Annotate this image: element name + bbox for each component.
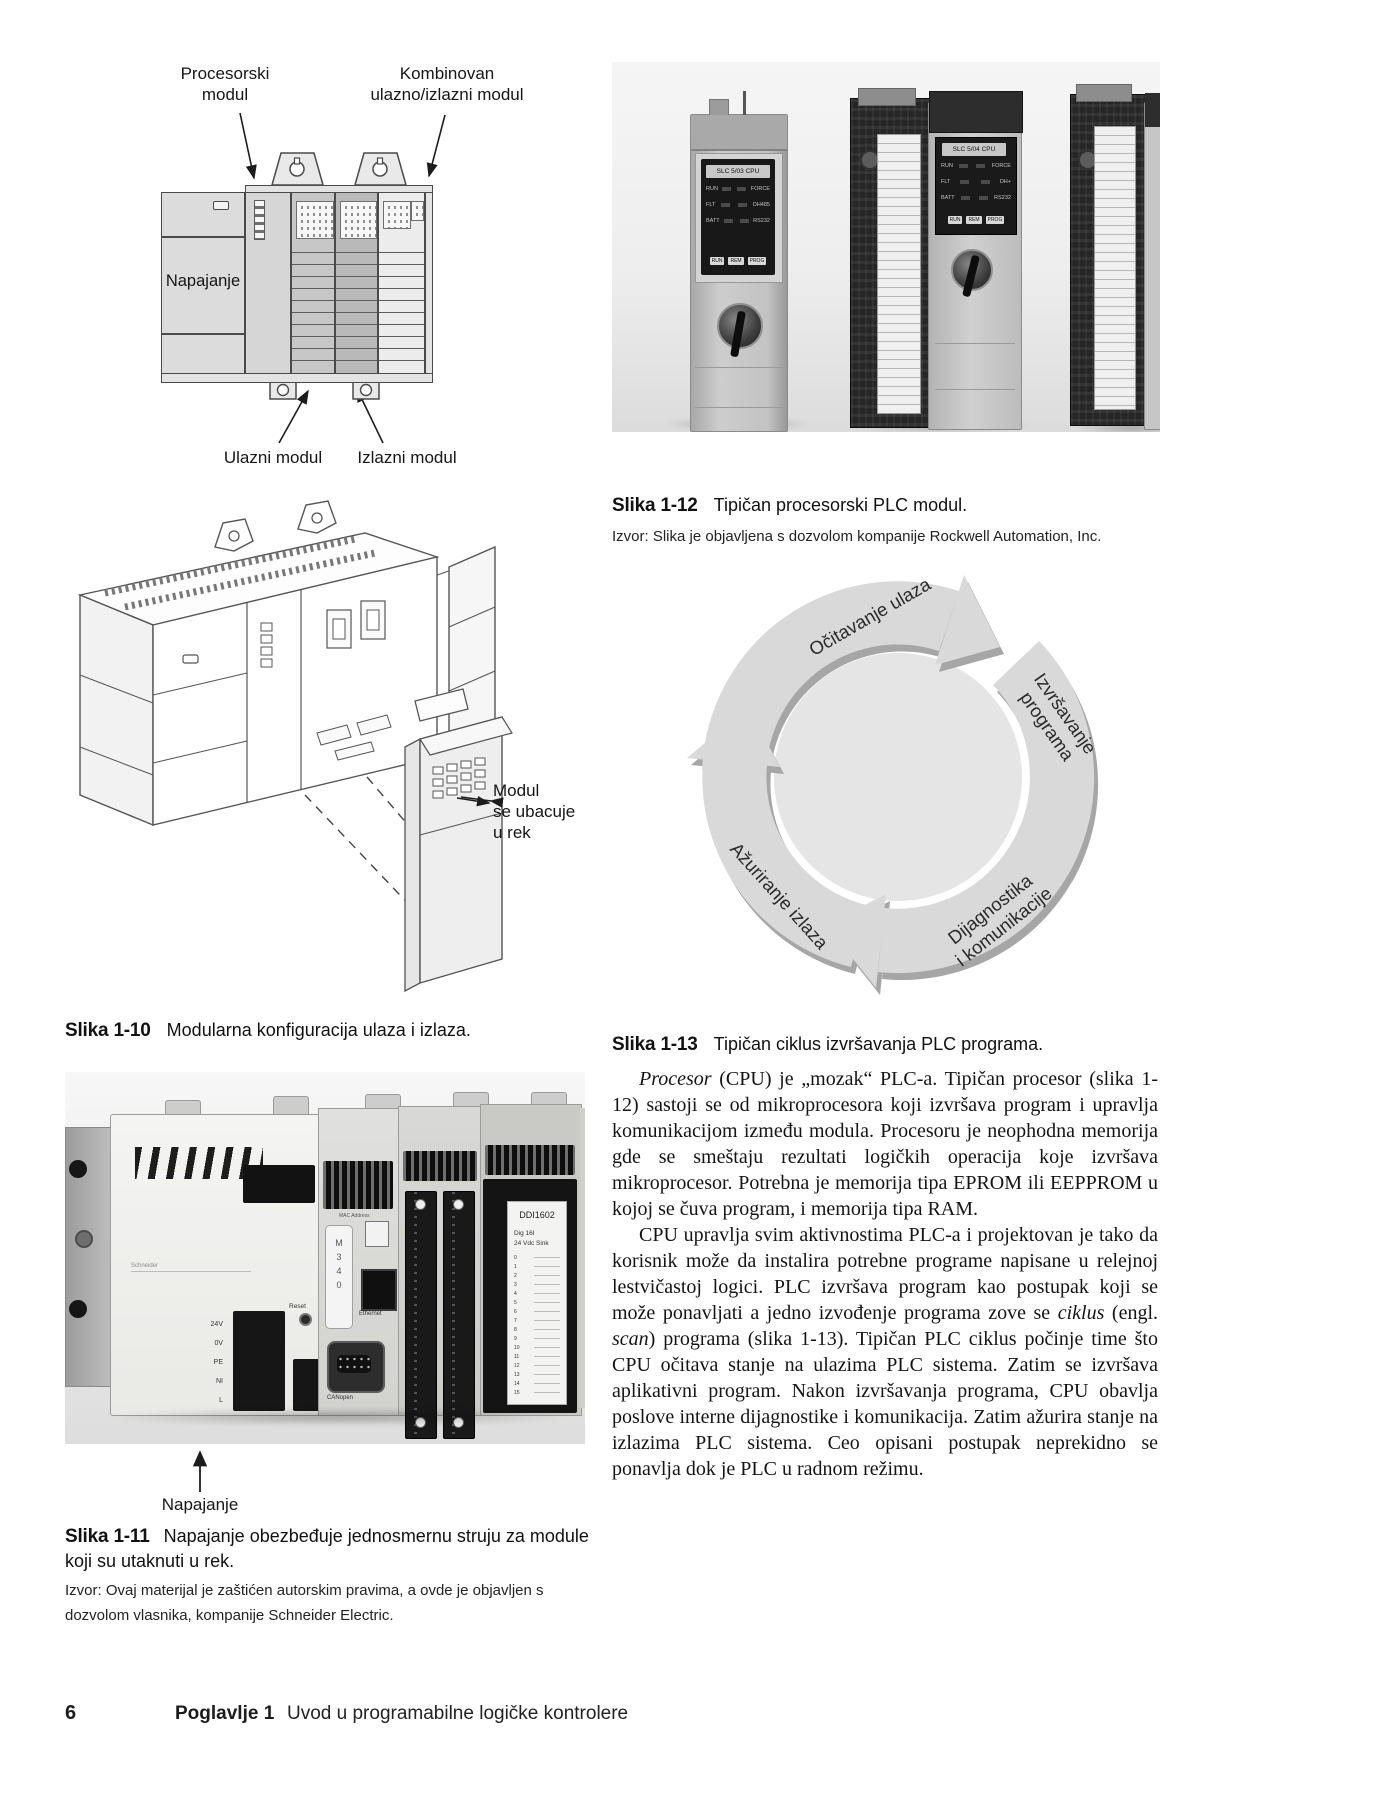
body-text-column: Procesor (CPU) je „mozak“ PLC-a. Tipičan… xyxy=(612,1066,1158,1482)
psu-slot xyxy=(213,201,229,210)
led-rs232: RS232 xyxy=(753,218,770,224)
combined-io-module-block xyxy=(378,192,425,375)
module2-nameplate: SLC 5/04 CPU xyxy=(942,143,1006,156)
switch-rem: REM xyxy=(728,257,744,265)
psu-terminal-0v: 0V xyxy=(214,1340,223,1347)
caption-figure-1-10: Slika 1-10 Modularna konfiguracija ulaza… xyxy=(65,1020,585,1042)
plc-module-slc503: SLC 5/03 CPU RUN FORCE FLT DH485 BATT RS232… xyxy=(690,91,788,432)
switch2-run: RUN xyxy=(947,216,963,224)
led2-force: FORCE xyxy=(991,163,1011,169)
psu-terminal-24v: 24V xyxy=(210,1321,223,1328)
psu-reset-label: Reset xyxy=(289,1303,306,1310)
caption-1-12-number: Slika 1-12 xyxy=(612,495,698,516)
label-power-supply: Napajanje xyxy=(165,272,241,290)
led-dh485: DH485 xyxy=(752,202,770,208)
led-force: FORCE xyxy=(750,186,770,192)
figure-1-10-3d-drawing: Modul se ubacuje u rek xyxy=(65,495,590,1000)
cpu-canopen-label: CANopen xyxy=(327,1395,354,1401)
label-napajanje: Napajanje xyxy=(161,1495,239,1514)
cycle-diagram-drawing xyxy=(687,575,1099,995)
led2-run: RUN xyxy=(941,163,953,169)
source-figure-1-12: Izvor: Slika je objavljena s dozvolom ko… xyxy=(612,528,1102,545)
io-module-line1: Dig 16I xyxy=(514,1230,535,1237)
footer-chapter-title: Uvod u programabilne logičke kontrolere xyxy=(287,1703,629,1724)
rack-right-strip xyxy=(425,192,433,375)
rack-3d-drawing xyxy=(77,500,513,993)
module1-nameplate: SLC 5/03 CPU xyxy=(706,165,770,178)
led-batt: BATT xyxy=(706,218,720,224)
connector-module xyxy=(398,1106,482,1439)
plc-module-3 xyxy=(1070,84,1160,430)
rack-diagram-drawing xyxy=(239,112,446,444)
label-output-module: Izlazni modul xyxy=(357,448,457,467)
io-module-label: DDI1602 Dig 16I 24 Vdc Sink 0 1 2 3 4 5 … xyxy=(507,1201,567,1405)
io-module-ddi1602: DDI1602 Dig 16I 24 Vdc Sink 0 1 2 3 4 5 … xyxy=(480,1104,582,1416)
footer-chapter: Poglavlje 1 xyxy=(175,1703,275,1724)
switch-run: RUN xyxy=(709,257,725,265)
figure-1-11-photo: Schneider 24V 0V PE NI L Reset MAC Addre… xyxy=(65,1072,585,1444)
source-figure-1-11: Izvor: Ovaj materijal je zaštićen autors… xyxy=(65,1582,544,1624)
label-combined-io-module: Kombinovan ulazno/izlazni modul xyxy=(370,64,524,104)
psu-brand: Schneider xyxy=(131,1263,251,1272)
caption-1-13-number: Slika 1-13 xyxy=(612,1034,698,1055)
page-number: 6 xyxy=(65,1702,77,1724)
led-run: RUN xyxy=(706,186,718,192)
io-module-line2: 24 Vdc Sink xyxy=(514,1240,549,1247)
output-module-block xyxy=(335,192,378,375)
cpu-mac-label: MAC Address xyxy=(339,1213,370,1219)
io-module-name: DDI1602 xyxy=(519,1210,555,1220)
paragraph-processor: Procesor (CPU) je „mozak“ PLC-a. Tipičan… xyxy=(612,1068,1158,1220)
io-module-channels: 0 1 2 3 4 5 6 7 8 9 10 11 12 13 14 15 xyxy=(514,1255,520,1396)
cpu-ethernet-label: Ethernet xyxy=(359,1311,382,1317)
caption-1-11-text: Napajanje obezbeđuje jednosmernu struju … xyxy=(65,1526,589,1571)
caption-1-13-text: Tipičan ciklus izvršavanja PLC programa. xyxy=(713,1034,1044,1054)
psu-terminal-pe: PE xyxy=(213,1359,223,1366)
caption-1-10-text: Modularna konfiguracija ulaza i izlaza. xyxy=(166,1020,471,1040)
led2-dh: DH+ xyxy=(999,179,1011,185)
figure-1-10-rack-diagram: Procesorski modul Kombinovan ulazno/izla… xyxy=(65,55,585,485)
pcb-paper-label xyxy=(877,134,921,414)
power-supply-block: Napajanje xyxy=(161,192,245,375)
napajanje-arrow xyxy=(192,1450,208,1492)
psu-terminal-l: L xyxy=(219,1397,223,1404)
rack-bottom-strip xyxy=(161,373,433,383)
caption-figure-1-13: Slika 1-13 Tipičan ciklus izvršavanja PL… xyxy=(612,1034,1160,1056)
cpu-module: MAC Address M 3 4 0 Ethernet CANopen xyxy=(318,1108,400,1416)
switch2-rem: REM xyxy=(966,216,982,224)
figure-1-12-photo: SLC 5/03 CPU RUN FORCE FLT DH485 BATT RS232… xyxy=(612,62,1160,432)
led-flt: FLT xyxy=(706,202,716,208)
led2-rs232: RS232 xyxy=(994,195,1011,201)
label-processor-module: Procesorski modul xyxy=(180,64,270,104)
caption-figure-1-12: Slika 1-12 Tipičan procesorski PLC modul… xyxy=(612,495,1160,517)
psu-module: Schneider 24V 0V PE NI L Reset xyxy=(110,1114,320,1416)
paragraph-cpu-cycle: CPU upravlja svim aktivnostima PLC-a i p… xyxy=(612,1224,1159,1480)
caption-1-12-text: Tipičan procesorski PLC modul. xyxy=(713,495,968,515)
label-input-module: Ulazni modul xyxy=(223,448,323,467)
processor-module-block xyxy=(245,192,291,375)
caption-1-10-number: Slika 1-10 xyxy=(65,1020,151,1041)
switch-prog: PROG xyxy=(747,257,767,265)
caption-1-11-number: Slika 1-11 xyxy=(65,1526,150,1547)
cpu-cartridge-m340: M 3 4 0 xyxy=(325,1225,353,1329)
input-module-block xyxy=(291,192,335,375)
label-module-inserted: Modul se ubacuje u rek xyxy=(493,781,576,842)
switch2-prog: PROG xyxy=(985,216,1005,224)
led2-batt: BATT xyxy=(941,195,955,201)
psu-terminal-ni: NI xyxy=(216,1378,223,1385)
led2-flt: FLT xyxy=(941,179,951,185)
plc-module-slc504: SLC 5/04 CPU RUN FORCE FLT DH+ BATT RS232 R… xyxy=(850,88,1023,430)
figure-1-13-cycle-diagram: Očitavanje ulaza Izvršavanje programa Di… xyxy=(640,505,1140,1015)
